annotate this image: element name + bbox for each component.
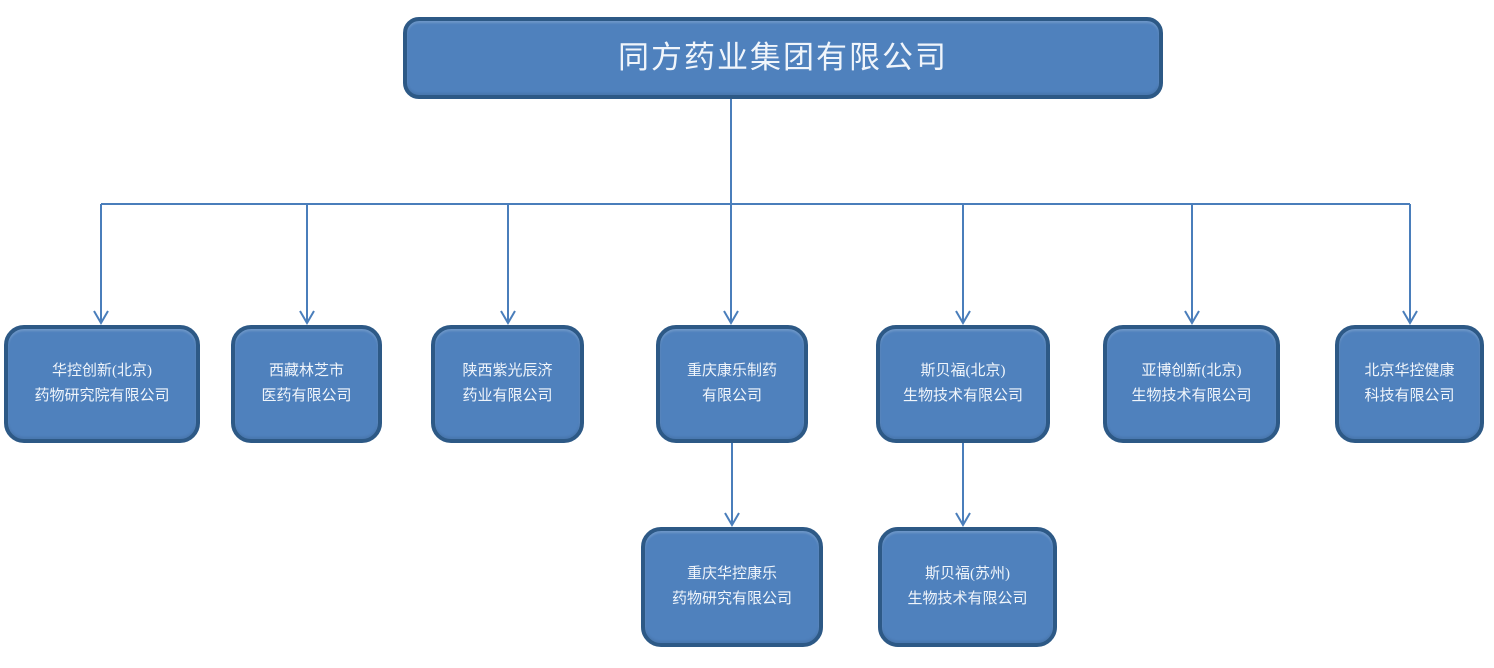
arrow-down-icon xyxy=(724,512,740,527)
org-node-sibeifu-beijing-biotech: 斯贝福(北京) 生物技术有限公司 xyxy=(876,325,1050,443)
arrow-down-icon xyxy=(299,310,315,325)
arrow-down-icon xyxy=(1402,310,1418,325)
org-node-label: 重庆华控康乐 药物研究有限公司 xyxy=(671,566,792,607)
arrow-down-icon xyxy=(1184,310,1200,325)
org-node-huakong-chuangxin-beijing: 华控创新(北京) 药物研究院有限公司 xyxy=(4,325,200,443)
org-node-shaanxi-ziguang-chenji: 陕西紫光辰济 药业有限公司 xyxy=(431,325,584,443)
org-node-label: 重庆康乐制药 有限公司 xyxy=(686,363,777,404)
org-node-label: 陕西紫光辰济 药业有限公司 xyxy=(462,363,553,404)
arrow-down-icon xyxy=(955,310,971,325)
org-node-xizang-linzhi-pharma: 西藏林芝市 医药有限公司 xyxy=(231,325,382,443)
arrow-down-icon xyxy=(93,310,109,325)
org-node-label: 亚博创新(北京) 生物技术有限公司 xyxy=(1131,363,1252,404)
arrow-down-icon xyxy=(500,310,516,325)
org-node-label: 斯贝福(苏州) 生物技术有限公司 xyxy=(907,566,1028,607)
arrow-down-icon xyxy=(723,310,739,325)
org-node-beijing-huakong-health-tech: 北京华控健康 科技有限公司 xyxy=(1335,325,1484,443)
org-node-label: 华控创新(北京) 药物研究院有限公司 xyxy=(34,363,170,404)
org-node-label: 北京华控健康 科技有限公司 xyxy=(1364,363,1455,404)
org-node-label: 同方药业集团有限公司 xyxy=(618,40,948,76)
arrow-down-icon xyxy=(955,512,971,527)
org-node-yabo-chuangxin-beijing-biotech: 亚博创新(北京) 生物技术有限公司 xyxy=(1103,325,1280,443)
org-node-root-tongfang-pharma-group: 同方药业集团有限公司 xyxy=(403,17,1163,99)
org-node-label: 斯贝福(北京) 生物技术有限公司 xyxy=(902,363,1023,404)
org-node-sibeifu-suzhou-biotech: 斯贝福(苏州) 生物技术有限公司 xyxy=(878,527,1057,647)
org-node-chongqing-huakong-kangle-research: 重庆华控康乐 药物研究有限公司 xyxy=(641,527,823,647)
org-node-label: 西藏林芝市 医药有限公司 xyxy=(261,363,352,404)
org-node-chongqing-kangle-pharma: 重庆康乐制药 有限公司 xyxy=(656,325,808,443)
